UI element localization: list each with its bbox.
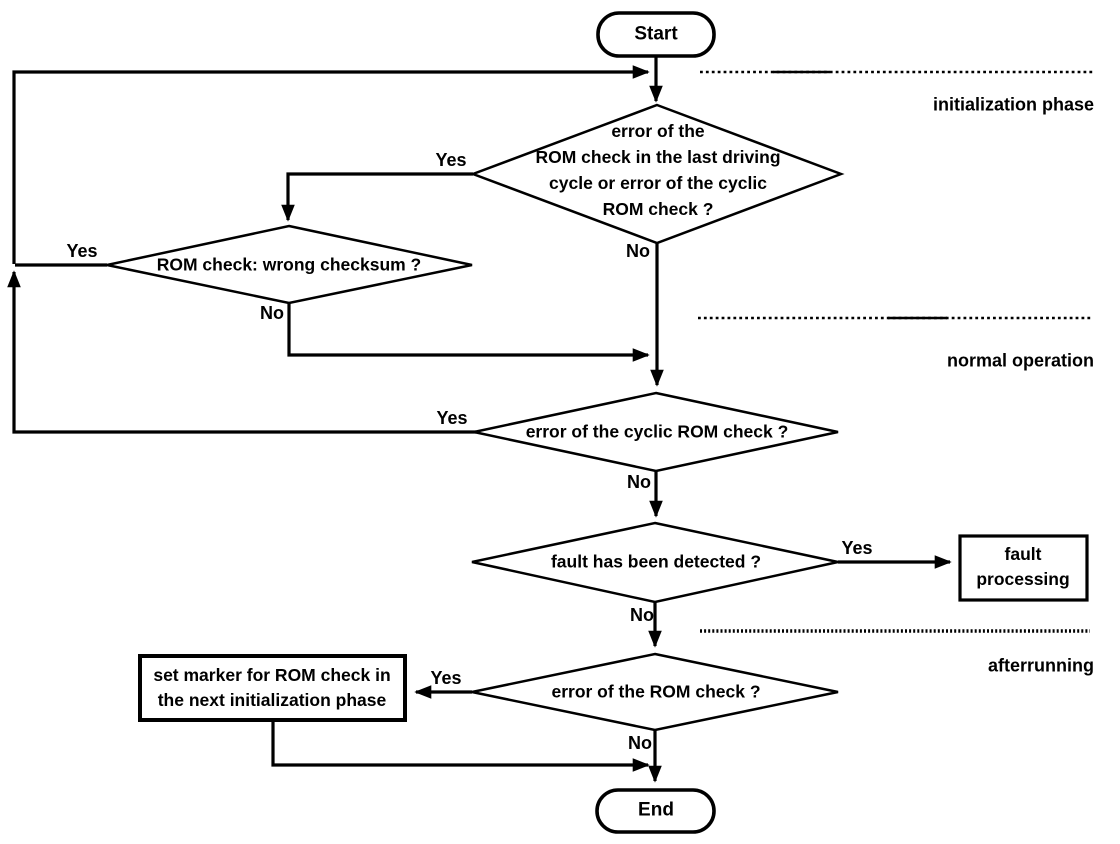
init-rom-check-label-line: ROM check in the last driving	[535, 147, 781, 167]
branch-label-yes: Yes	[436, 408, 468, 429]
start-label: Start	[634, 23, 678, 45]
fault-processing-label: fault processing	[976, 542, 1069, 592]
branch-label-yes: Yes	[841, 538, 873, 559]
rom-check-diamond	[471, 652, 839, 732]
init-rom-check-label: error of the ROM check in the last drivi…	[535, 118, 780, 222]
edge-feedback-to-top	[12, 65, 650, 264]
edge-wrong-checksum-no	[287, 303, 650, 362]
wrong-checksum-diamond	[106, 224, 473, 305]
fault-processing-label-line: fault	[1004, 544, 1042, 564]
cyclic-rom-check-diamond	[473, 391, 839, 473]
phase-label-initialization: initialization phase	[932, 94, 1094, 115]
phase-label-normal-operation: normal operation	[946, 350, 1094, 371]
branch-label-no: No	[628, 733, 652, 754]
fault-processing-box-shape	[958, 534, 1089, 602]
branch-label-yes: Yes	[435, 150, 467, 171]
branch-label-yes: Yes	[66, 241, 98, 262]
end-terminal-shape	[595, 788, 716, 834]
init-rom-check-label-line: error of the	[611, 121, 705, 141]
rom-check-label: error of the ROM check ?	[551, 681, 761, 702]
edge-set-marker-to-end	[271, 720, 650, 772]
init-rom-check-label-line: cycle or error of the cyclic	[549, 173, 767, 193]
set-marker-label-line: set marker for ROM check in	[153, 665, 391, 685]
branch-label-yes: Yes	[430, 668, 462, 689]
branch-label-no: No	[630, 605, 654, 626]
start-terminal-shape	[596, 11, 716, 58]
set-marker-label-line: the next initialization phase	[157, 690, 387, 710]
init-rom-check-diamond	[469, 103, 845, 245]
branch-label-no: No	[626, 241, 650, 262]
edge-cyclic-check-yes-loop	[7, 270, 476, 434]
fault-processing-label-line: processing	[976, 569, 1070, 589]
set-marker-label: set marker for ROM check in the next ini…	[153, 663, 390, 713]
set-marker-box-shape	[138, 654, 407, 722]
init-rom-check-label-line: ROM check ?	[602, 199, 714, 219]
fault-detected-diamond	[471, 521, 839, 604]
wrong-checksum-label: ROM check: wrong checksum ?	[156, 254, 422, 275]
cyclic-rom-check-label: error of the cyclic ROM check ?	[525, 421, 789, 442]
edge-init-check-yes	[281, 172, 473, 222]
fault-detected-label: fault has been detected ?	[550, 551, 762, 572]
phase-label-afterrunning: afterrunning	[988, 655, 1094, 676]
branch-label-no: No	[260, 303, 284, 324]
end-label: End	[638, 799, 674, 821]
branch-label-no: No	[627, 472, 651, 493]
